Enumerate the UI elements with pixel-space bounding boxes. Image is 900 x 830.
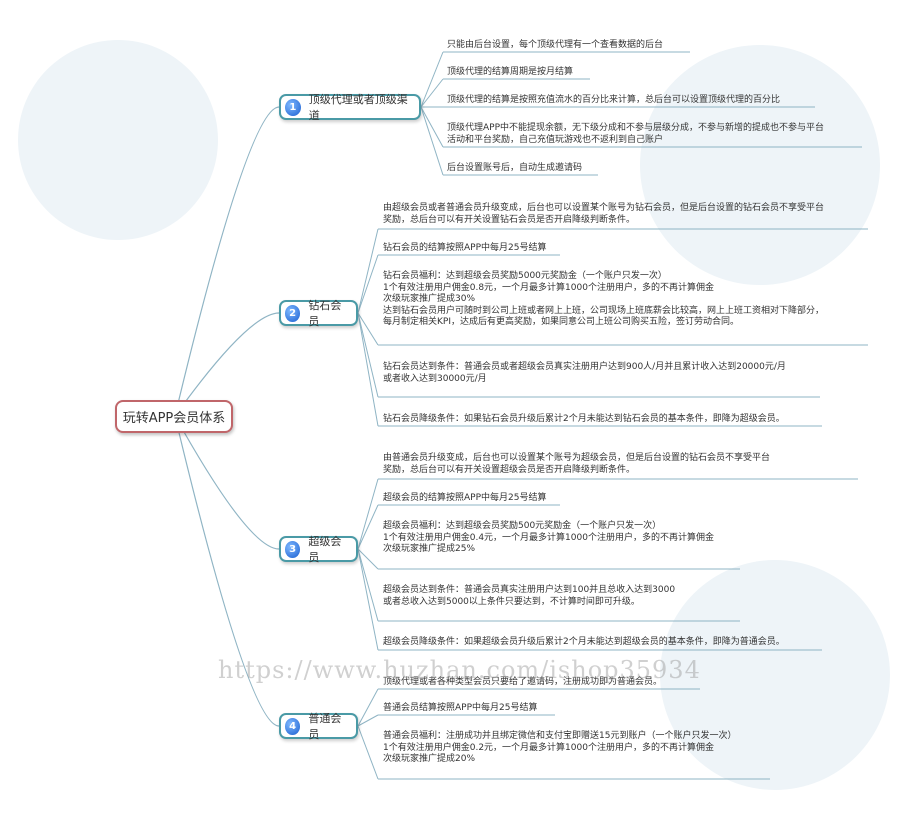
connector-line (174, 312, 280, 417)
leaf-node: 顶级代理APP中不能提现余额，无下级分成和不参与层级分成，不参与新增的提成也不参… (447, 123, 825, 145)
leaf-node: 超级会员的结算按照APP中每月25号结算 (383, 493, 547, 503)
number-badge-icon: 3 (285, 540, 301, 558)
background-circle (660, 560, 890, 790)
leaf-node: 钻石会员福利：达到超级会员奖励5000元奖励金（一个账户只发一次） 1个有效注册… (383, 271, 825, 327)
branch-node-4[interactable]: 4 普通会员 (279, 712, 358, 741)
connector-line (357, 548, 379, 622)
branch-label: 超级会员 (308, 535, 342, 564)
leaf-node: 钻石会员的结算按照APP中每月25号结算 (383, 243, 547, 253)
branch-node-2[interactable]: 2 钻石会员 (279, 299, 358, 328)
background-circle (18, 40, 218, 240)
root-label: 玩转APP会员体系 (122, 411, 226, 426)
leaf-node: 普通会员结算按照APP中每月25号结算 (383, 703, 538, 713)
connector-line (357, 312, 379, 427)
leaf-node: 由普通会员升级变成，后台也可以设置某个账号为超级会员，但是后台设置的钻石会员不享… (383, 453, 771, 475)
number-badge-icon: 2 (285, 304, 301, 322)
leaf-node: 超级会员降级条件：如果超级会员升级后累计2个月未能达到超级会员的基本条件，即降为… (383, 637, 785, 647)
root-node[interactable]: 玩转APP会员体系 (115, 400, 233, 433)
leaf-node: 只能由后台设置，每个顶级代理有一个查看数据的后台 (447, 40, 664, 50)
connector-line (357, 312, 379, 398)
leaf-node: 超级会员福利：达到超级会员奖励500元奖励金（一个账户只发一次） 1个有效注册用… (383, 521, 714, 554)
number-badge-icon: 1 (285, 98, 301, 116)
branch-label: 钻石会员 (308, 299, 342, 328)
branch-node-3[interactable]: 3 超级会员 (279, 535, 358, 564)
connector-line (357, 254, 379, 314)
connector-line (357, 725, 379, 780)
leaf-node: 后台设置账号后，自动生成邀请码 (447, 163, 583, 173)
watermark-text: https://www.huzhan.com/ishop35934 (218, 656, 701, 684)
connector-line (174, 106, 280, 417)
leaf-node: 顶级代理的结算是按照充值流水的百分比来计算，总后台可以设置顶级代理的百分比 (447, 95, 781, 105)
connector-line (357, 478, 379, 550)
branch-node-1[interactable]: 1 顶级代理或者顶级渠道 (279, 93, 421, 122)
connector-line (357, 548, 379, 651)
connector-line (420, 51, 444, 108)
branch-label: 顶级代理或者顶级渠道 (308, 93, 408, 122)
connector-line (420, 106, 444, 176)
connector-line (357, 548, 379, 570)
leaf-node: 顶级代理或者各种类型会员只要给了邀请码，注册成功即为普通会员。 (383, 677, 663, 687)
background-circle (640, 45, 880, 285)
connector-line (174, 415, 280, 727)
connector-line (357, 504, 379, 550)
connector-line (420, 106, 444, 148)
leaf-node: 钻石会员降级条件：如果钻石会员升级后累计2个月未能达到钻石会员的基本条件，即降为… (383, 414, 785, 424)
leaf-node: 钻石会员达到条件：普通会员或者超级会员真实注册用户达到900人/月并且累计收入达… (383, 362, 786, 384)
connector-line (174, 415, 280, 550)
branch-label: 普通会员 (308, 712, 342, 741)
number-badge-icon: 4 (285, 717, 301, 735)
leaf-node: 普通会员福利：注册成功并且绑定微信和支付宝即赠送15元到账户（一个账户只发一次）… (383, 731, 737, 764)
connector-line (420, 78, 444, 108)
connector-line (357, 688, 379, 727)
connector-line (357, 312, 379, 346)
leaf-node: 超级会员达到条件：普通会员真实注册用户达到100并且总收入达到3000 或者总收… (383, 585, 676, 607)
connector-line (357, 228, 379, 314)
connector-line (357, 714, 379, 727)
leaf-node: 顶级代理的结算周期是按月结算 (447, 67, 574, 77)
leaf-node: 由超级会员或者普通会员升级变成，后台也可以设置某个账号为钻石会员，但是后台设置的… (383, 203, 825, 225)
